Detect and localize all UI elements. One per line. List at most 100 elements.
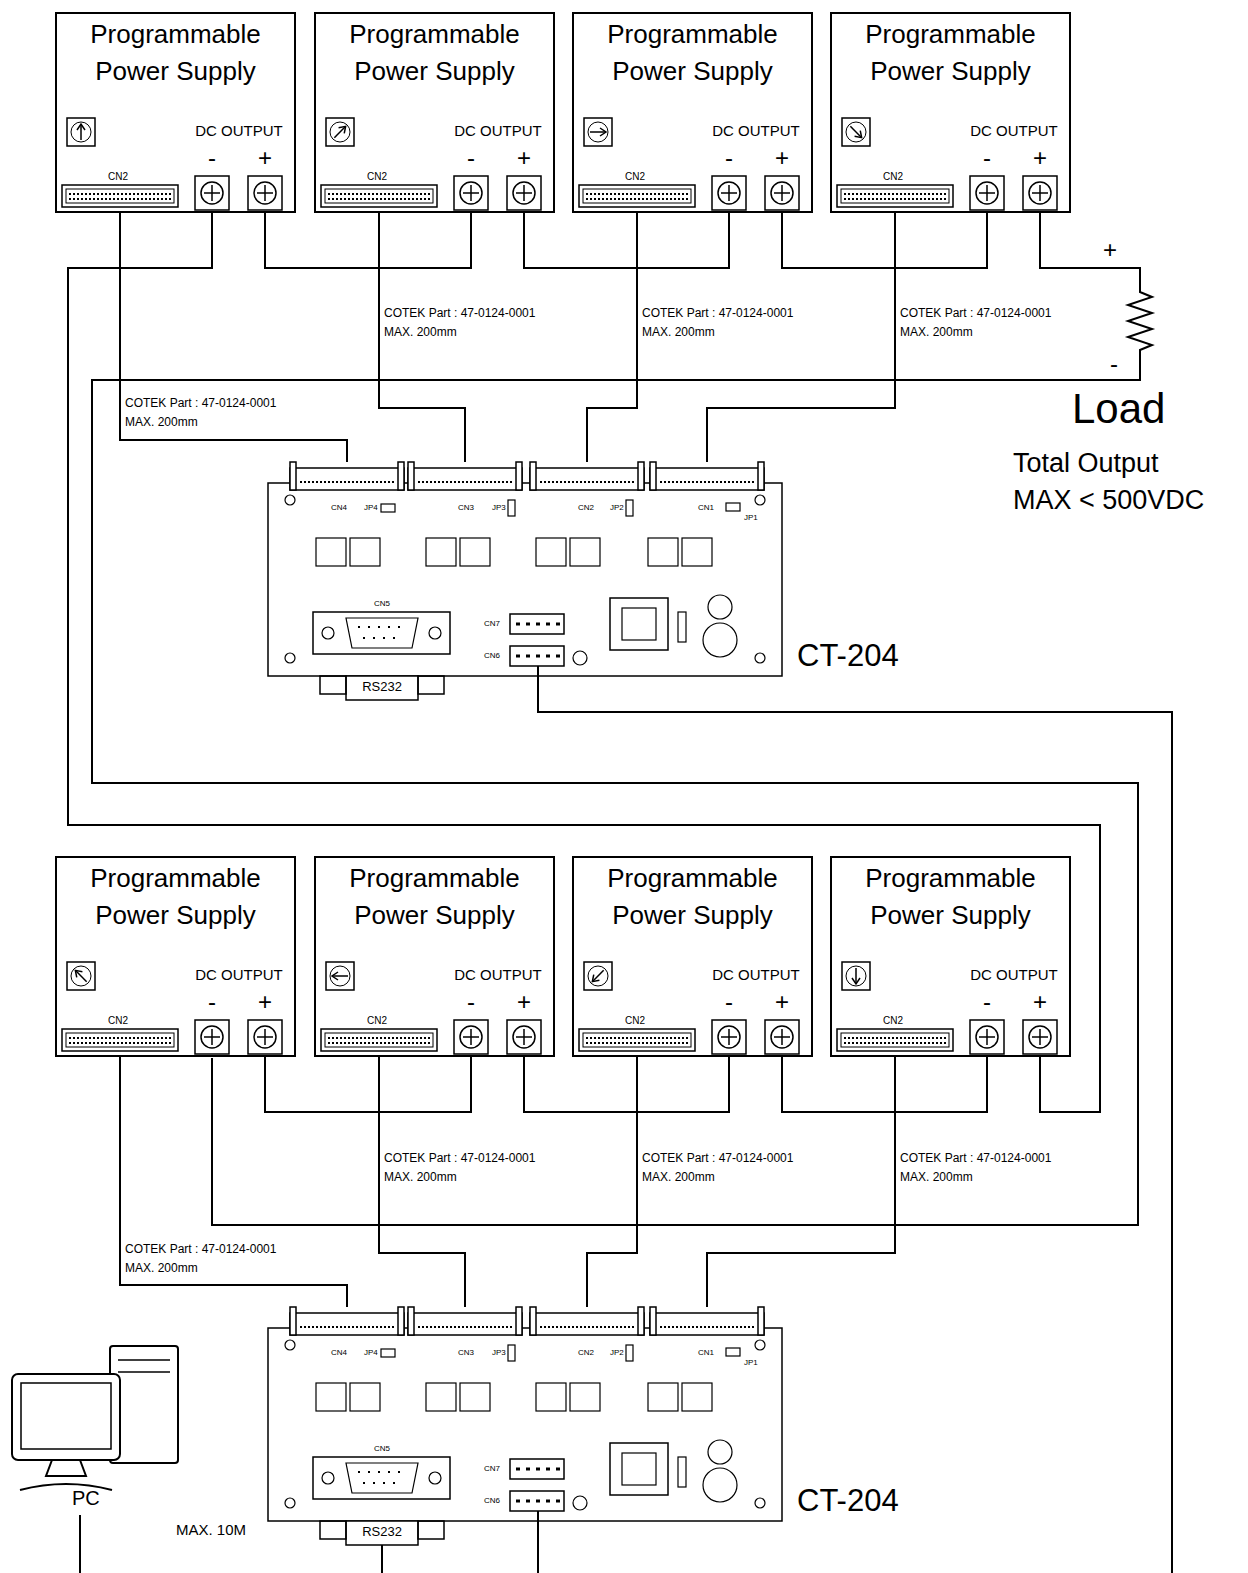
db9-screw (322, 627, 334, 639)
controller-board (268, 1307, 782, 1545)
terminal-screw (1029, 1026, 1051, 1048)
controller-board: CT-204CN4JP4CN3JP3CN2JP2CN1JP1CN5CN7CN6R… (268, 462, 782, 702)
db9-screw (322, 1472, 334, 1484)
terminal-screw (718, 182, 740, 204)
rotary-switch (330, 966, 350, 986)
header-connector (650, 1313, 764, 1335)
jumper (626, 1345, 633, 1361)
switch-arrow (332, 972, 348, 980)
terminal-screw (211, 1029, 213, 1045)
transformer (622, 608, 656, 640)
optocoupler-chip (460, 538, 490, 566)
port-tab (346, 676, 418, 700)
terminal-screw (254, 1026, 276, 1048)
terminal-block (1023, 1020, 1057, 1054)
connector-label: CN2 (610, 171, 660, 183)
rotary-switch (71, 966, 91, 986)
optocoupler-chip (682, 1383, 712, 1411)
connector-label: CN2 (352, 171, 402, 183)
connector-label: CN6 (484, 651, 500, 660)
terminal-screw (1039, 1029, 1041, 1045)
controller-board: CT-204CN4JP4CN3JP3CN2JP2CN1JP1CN5CN7CN6R… (268, 1307, 782, 1547)
power-supply-box: Programmable Power SupplyDC OUTPUT-+CN2 (830, 12, 1071, 213)
optocoupler-chip (316, 538, 346, 566)
header-latch (290, 1307, 296, 1335)
polarity-sign: - (977, 990, 997, 1014)
polarity-sign: - (461, 146, 481, 170)
connector-label: CN6 (484, 1496, 500, 1505)
terminal-screw (513, 182, 535, 204)
header-pins (418, 481, 512, 483)
rotary-switch (842, 118, 870, 146)
header-pins (660, 1326, 754, 1328)
jumper-label: JP3 (492, 503, 506, 512)
device-title: Programmable Power Supply (322, 860, 547, 934)
header-connector (290, 1313, 404, 1335)
capacitor (573, 651, 587, 665)
capacitor (708, 1440, 732, 1464)
db9-connector (313, 612, 450, 654)
terminal-screw (781, 1029, 783, 1045)
polarity-sign: + (772, 146, 792, 170)
terminal-screw (976, 182, 998, 204)
connector-pins (844, 1042, 946, 1044)
port-tab (320, 1521, 346, 1539)
optocoupler-chip (350, 1383, 380, 1411)
polarity-sign: - (202, 990, 222, 1014)
connector-label: CN3 (458, 1348, 474, 1357)
device-title: Programmable Power Supply (838, 16, 1063, 90)
capacitor (573, 1496, 587, 1510)
wire-connector (510, 1459, 564, 1479)
wire-connector (510, 614, 564, 634)
series-wire (524, 1057, 729, 1112)
optocoupler-chip (316, 1383, 346, 1411)
cable-label: COTEK Part : 47-0124-0001 MAX. 200mm (642, 1149, 817, 1187)
header-latch (516, 1307, 522, 1335)
power-supply-box: Programmable Power SupplyDC OUTPUT-+CN2 (830, 856, 1071, 1057)
switch-arrow (600, 128, 606, 136)
optocoupler-chip (536, 538, 566, 566)
output-label: DC OUTPUT (956, 122, 1072, 139)
connector-label: CN2 (868, 171, 918, 183)
wire-connector (510, 646, 564, 666)
header-latch (638, 1307, 644, 1335)
terminal-block (970, 1020, 1004, 1054)
terminal-screw (254, 182, 276, 204)
cable-label: COTEK Part : 47-0124-0001 MAX. 200mm (642, 304, 817, 342)
device-title: Programmable Power Supply (580, 16, 805, 90)
connector-pins (586, 1042, 688, 1044)
db9-pins (363, 637, 403, 639)
header-connector (290, 468, 404, 490)
control-cable (537, 1511, 539, 1573)
connector-pins (69, 193, 171, 195)
rotary-switch (588, 122, 608, 142)
polarity-sign: + (772, 990, 792, 1014)
optocoupler-chip (460, 1383, 490, 1411)
rs232-cable (79, 1515, 81, 1573)
terminal-block (970, 176, 1004, 210)
switch-arrow (73, 968, 90, 985)
optocoupler-chip (682, 538, 712, 566)
switch-arrow (590, 131, 605, 133)
jumper (726, 1348, 740, 1356)
connector-pins (328, 1042, 430, 1044)
header-connector (408, 1313, 522, 1335)
switch-arrow (77, 124, 85, 130)
port-label: RS232 (348, 1525, 416, 1540)
series-wire (265, 1057, 471, 1112)
header-pins (540, 481, 634, 483)
db9-pins (358, 1471, 408, 1473)
ribbon-connector (325, 1033, 433, 1047)
terminal-block (1023, 176, 1057, 210)
header-latch (530, 1307, 536, 1335)
ribbon-cable (120, 213, 347, 462)
connector-label: CN4 (331, 503, 347, 512)
ribbon-connector (583, 189, 691, 203)
connector-pins (69, 198, 171, 200)
terminal-screw (201, 182, 223, 204)
rotary-switch (846, 122, 866, 142)
header-latch (398, 1307, 404, 1335)
resistor-part (678, 1457, 686, 1487)
